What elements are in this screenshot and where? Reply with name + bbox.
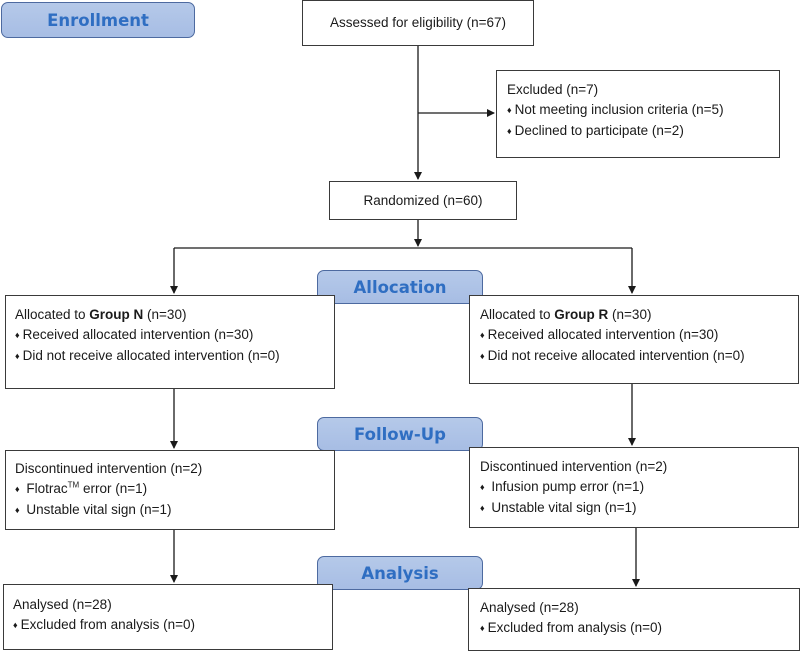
bullet-icon: ♦: [480, 481, 485, 492]
bullet-icon: ♦: [480, 329, 485, 340]
randomized-text: Randomized (n=60): [363, 192, 483, 208]
followup-group-r-box: Discontinued intervention (n=2) ♦ Infusi…: [469, 447, 799, 528]
analysis-group-n-title: Analysed (n=28): [13, 597, 112, 612]
followup-group-n-item: ♦ Unstable vital sign (n=1): [15, 502, 172, 517]
assessed-box: Assessed for eligibility (n=67): [302, 0, 534, 46]
bullet-icon: ♦: [15, 329, 20, 340]
allocated-group-r-box: Allocated to Group R (n=30) ♦Received al…: [469, 295, 799, 384]
excluded-box: Excluded (n=7) ♦Not meeting inclusion cr…: [496, 70, 780, 158]
bullet-icon: ♦: [15, 483, 20, 494]
analysis-group-r-title: Analysed (n=28): [480, 600, 579, 615]
bullet-icon: ♦: [15, 351, 20, 361]
allocated-group-n-item: ♦Did not receive allocated intervention …: [15, 348, 280, 363]
allocated-group-n-title: Allocated to Group N (n=30): [15, 307, 187, 322]
bullet-icon: ♦: [507, 104, 512, 115]
followup-group-r-title: Discontinued intervention (n=2): [480, 459, 668, 474]
analysis-group-n-box: Analysed (n=28) ♦Excluded from analysis …: [3, 584, 333, 650]
followup-stage-label: Follow-Up: [317, 417, 483, 451]
analysis-stage-label: Analysis: [317, 556, 483, 590]
allocated-group-r-title: Allocated to Group R (n=30): [480, 307, 652, 322]
excluded-item: ♦Declined to participate (n=2): [507, 123, 684, 138]
bullet-icon: ♦: [480, 351, 485, 361]
allocated-group-r-item: ♦Received allocated intervention (n=30): [480, 326, 719, 342]
analysis-group-n-item: ♦Excluded from analysis (n=0): [13, 616, 196, 632]
followup-group-n-title: Discontinued intervention (n=2): [15, 461, 203, 476]
followup-group-n-box: Discontinued intervention (n=2) ♦ Flotra…: [5, 450, 335, 530]
assessed-text: Assessed for eligibility (n=67): [330, 15, 506, 31]
excluded-title: Excluded (n=7): [507, 82, 599, 97]
bullet-icon: ♦: [480, 622, 485, 633]
bullet-icon: ♦: [507, 126, 512, 136]
followup-group-n-item: ♦ FlotracTM error (n=1): [15, 480, 148, 496]
enrollment-stage-label: Enrollment: [1, 2, 195, 38]
analysis-group-r-box: Analysed (n=28) ♦Excluded from analysis …: [468, 588, 800, 651]
bullet-icon: ♦: [13, 619, 18, 630]
allocated-group-n-item: ♦Received allocated intervention (n=30): [15, 326, 254, 342]
allocated-group-r-item: ♦Did not receive allocated intervention …: [480, 348, 745, 363]
randomized-box: Randomized (n=60): [329, 181, 517, 220]
followup-group-r-item: ♦ Unstable vital sign (n=1): [480, 500, 637, 515]
allocation-stage-label: Allocation: [317, 270, 483, 304]
allocated-group-n-box: Allocated to Group N (n=30) ♦Received al…: [5, 295, 335, 389]
analysis-group-r-item: ♦Excluded from analysis (n=0): [480, 619, 663, 635]
bullet-icon: ♦: [15, 505, 20, 515]
followup-group-r-item: ♦ Infusion pump error (n=1): [480, 478, 645, 494]
bullet-icon: ♦: [480, 503, 485, 513]
excluded-item: ♦Not meeting inclusion criteria (n=5): [507, 101, 724, 117]
